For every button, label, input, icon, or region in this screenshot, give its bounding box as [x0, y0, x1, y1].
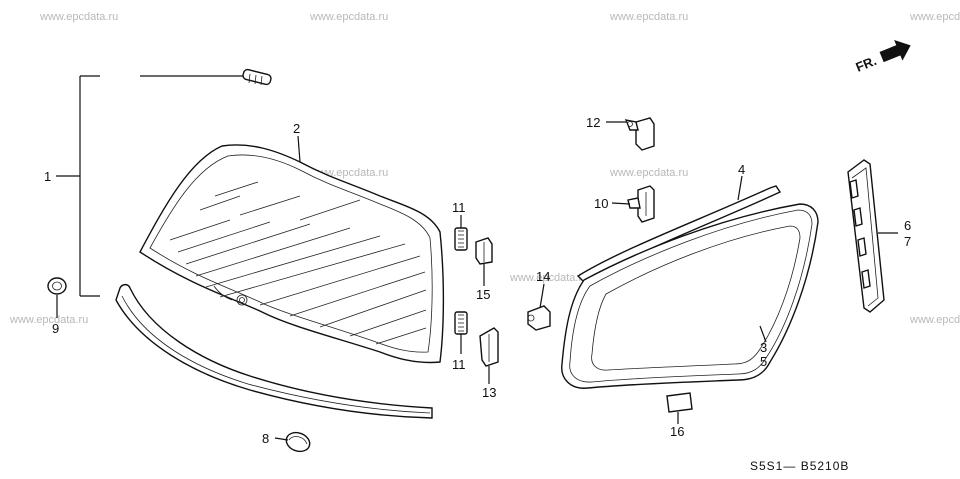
callout-8: 8	[262, 431, 269, 446]
watermark: www.epcdata.ru	[609, 167, 688, 179]
callout-10: 10	[594, 196, 608, 211]
grommet-part-9	[47, 277, 67, 295]
callout-5: 5	[760, 354, 767, 369]
callout-6: 6	[904, 218, 911, 233]
spacer-part-15	[475, 237, 493, 265]
watermark: www.epcdata.ru	[509, 272, 588, 284]
watermark: www.epcdata.ru	[609, 11, 688, 23]
rear-windshield-glass	[139, 144, 445, 364]
callout-15: 15	[476, 287, 490, 302]
diagram-code: S5S1— B5210B	[750, 459, 849, 473]
arrow-icon	[879, 40, 911, 63]
rear-windshield-molding	[115, 283, 433, 419]
callout-13: 13	[482, 385, 496, 400]
watermark: www.epcdata.ru	[909, 314, 960, 326]
callout-1: 1	[44, 169, 51, 184]
leader-bracket-1	[56, 75, 245, 297]
leader-lines	[56, 121, 898, 441]
callout-16: 16	[670, 424, 684, 439]
callout-9: 9	[52, 321, 59, 336]
callout-4: 4	[738, 162, 745, 177]
pillar-trim-part-6-7	[847, 159, 885, 313]
callout-11-upper: 11	[452, 200, 466, 215]
callouts: 1 2 3 4 5 6 7 8 9 10 11 11 12 13 14 15 1…	[44, 115, 911, 446]
clip-part-14	[527, 305, 551, 331]
defroster-lines	[169, 181, 427, 345]
callout-14: 14	[536, 269, 550, 284]
watermark: www.epcdata.ru	[39, 11, 118, 23]
spacer-part-13	[479, 327, 499, 367]
watermark: www.epcdata.ru	[9, 314, 88, 326]
callout-2: 2	[293, 121, 300, 136]
callout-12: 12	[586, 115, 600, 130]
cover-part-8	[285, 431, 311, 453]
watermark: www.epcdata.ru	[309, 11, 388, 23]
clip-top	[242, 68, 272, 86]
spacer-11-upper	[454, 227, 468, 251]
label-part-16	[666, 392, 693, 413]
washer-hole	[236, 294, 248, 306]
clip-part-10	[627, 185, 655, 223]
front-direction-indicator: FR.	[854, 40, 911, 75]
watermark: www.epcdata.ru	[909, 11, 960, 23]
callout-11-lower: 11	[452, 357, 466, 372]
quarter-glass	[561, 203, 819, 389]
clip-part-12	[624, 117, 655, 151]
callout-7: 7	[904, 234, 911, 249]
callout-3: 3	[760, 340, 767, 355]
spacer-11-lower	[454, 311, 468, 335]
front-label: FR.	[854, 53, 879, 75]
